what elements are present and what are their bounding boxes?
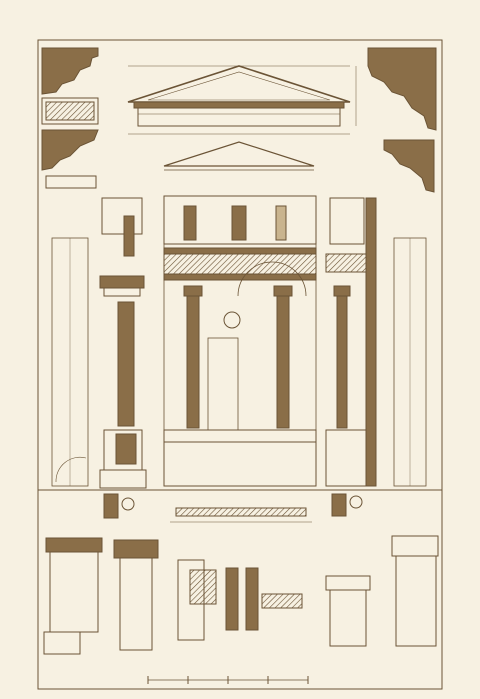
column-scale-right xyxy=(393,237,427,487)
small-pediment xyxy=(163,141,315,171)
pediment-elevation xyxy=(127,65,357,135)
cornice-profile-top-right xyxy=(367,47,437,193)
bottom-details xyxy=(43,493,439,655)
column-scale-left xyxy=(51,237,89,487)
main-elevation xyxy=(163,195,317,487)
side-section-left xyxy=(99,197,147,489)
plate-border xyxy=(37,39,443,690)
side-elevation-right xyxy=(325,197,377,487)
scale-bar xyxy=(147,676,309,684)
cornice-profile-top-left xyxy=(41,47,99,189)
